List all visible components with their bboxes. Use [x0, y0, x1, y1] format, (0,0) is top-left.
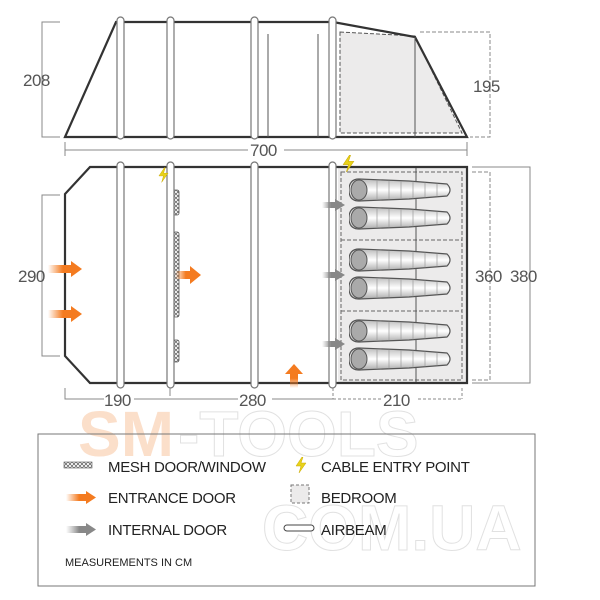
bedroom-area	[338, 167, 467, 383]
airbeams-floor	[116, 161, 337, 389]
bedroom-area-side	[339, 31, 463, 134]
internal-door-icon	[322, 269, 345, 281]
dim-bedroom-height: 195	[473, 77, 500, 96]
tent-outline-side	[63, 20, 469, 139]
entrance-door-icon	[175, 266, 201, 284]
legend-airbeam: AIRBEAM	[321, 522, 386, 539]
dim-bedroom-width: 360	[475, 267, 502, 286]
internal-legend-icon	[66, 523, 96, 536]
legend-entrance: ENTRANCE DOOR	[108, 490, 236, 507]
internal-door-icon	[322, 199, 345, 211]
entrance-door-icon	[48, 261, 82, 277]
legend-internal: INTERNAL DOOR	[108, 522, 227, 539]
legend: MESH DOOR/WINDOW CABLE ENTRY POINT ENTRA…	[37, 433, 536, 587]
legend-cable: CABLE ENTRY POINT	[321, 459, 470, 476]
dim-section-1: 190	[104, 391, 131, 410]
dim-section-2: 280	[239, 391, 266, 410]
dim-length: 700	[250, 141, 277, 160]
side-view	[41, 16, 491, 140]
internal-door-icon	[322, 338, 345, 350]
legend-mesh: MESH DOOR/WINDOW	[108, 459, 267, 476]
dim-section-3: 210	[383, 391, 410, 410]
legend-bedroom: BEDROOM	[321, 490, 396, 507]
entrance-door-icon	[285, 364, 303, 388]
entrance-legend-icon	[66, 491, 96, 504]
airbeams-side	[116, 16, 337, 140]
watermark: SM -TOOLS COM.UA	[78, 398, 522, 565]
tent-outline-floor	[63, 165, 469, 385]
dim-side-height: 208	[23, 71, 50, 90]
bedroom-legend-icon	[290, 484, 310, 504]
dim-total-width: 380	[510, 267, 537, 286]
dim-front-width: 290	[18, 267, 45, 286]
entrance-door-icon	[48, 306, 82, 322]
airbeam-legend-icon	[283, 524, 315, 532]
floor-plan	[48, 155, 469, 389]
measurements-note: MEASUREMENTS IN CM	[65, 557, 192, 569]
mesh-legend-icon	[63, 461, 93, 469]
